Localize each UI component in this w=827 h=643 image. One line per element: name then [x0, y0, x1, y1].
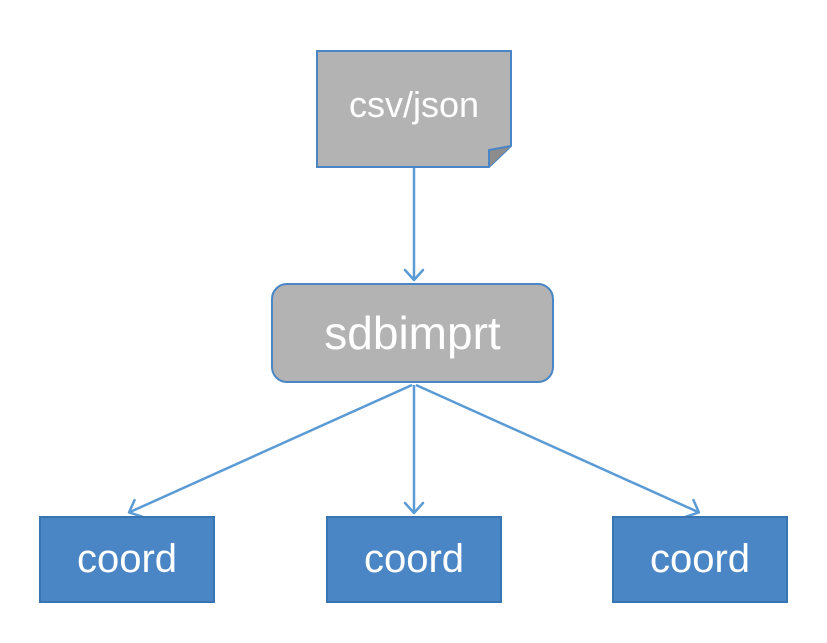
source-document-node: csv/json	[316, 50, 512, 168]
coord-node-3: coord	[612, 516, 788, 603]
coord-node-1: coord	[39, 516, 215, 603]
arrow-tool-to-coord-3	[416, 385, 698, 512]
arrow-tool-to-coord-1	[130, 385, 412, 512]
import-tool-node: sdbimprt	[271, 283, 554, 383]
coord-label: coord	[650, 537, 750, 582]
coord-label: coord	[77, 537, 177, 582]
source-label: csv/json	[349, 84, 479, 126]
coord-label: coord	[364, 537, 464, 582]
coord-node-2: coord	[326, 516, 502, 603]
tool-label: sdbimprt	[324, 306, 500, 360]
